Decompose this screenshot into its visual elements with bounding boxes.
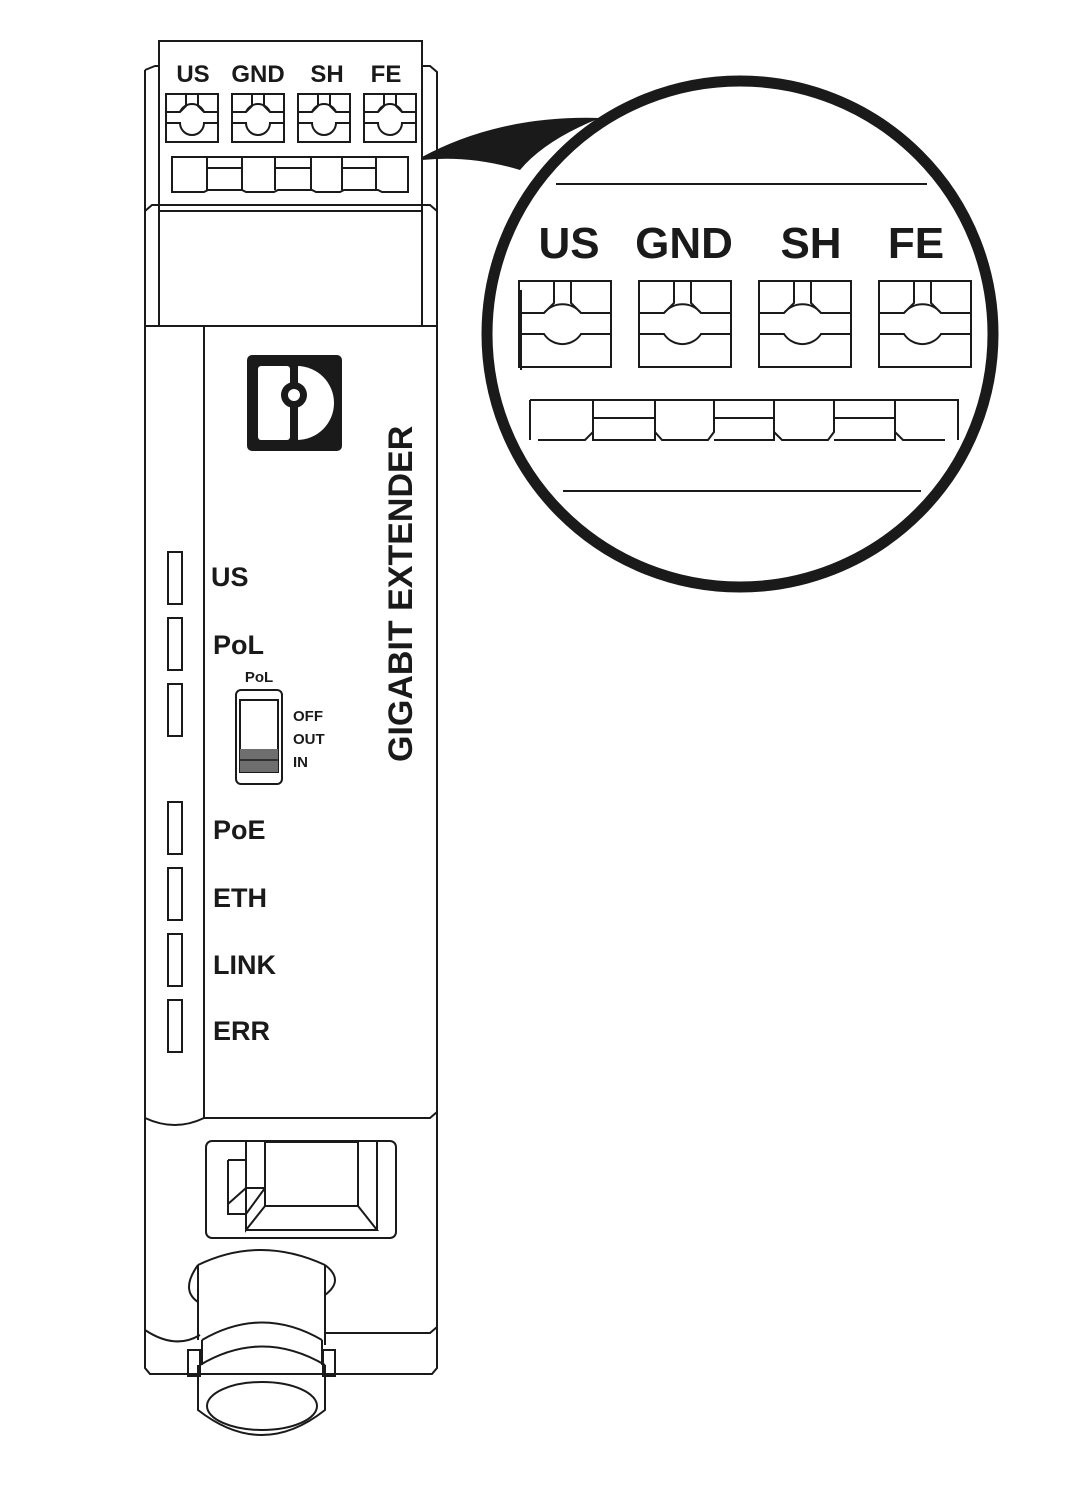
switch-position-off: OFF xyxy=(293,708,323,725)
phoenix-contact-logo-icon xyxy=(247,355,342,451)
callout-label-fe: FE xyxy=(888,219,944,268)
led-label-poe: PoE xyxy=(213,815,266,845)
callout-label-us: US xyxy=(538,219,599,268)
led-label-us: US xyxy=(211,562,249,592)
switch-title: PoL xyxy=(245,669,273,686)
led-label-pol: PoL xyxy=(213,630,264,660)
switch-position-in: IN xyxy=(293,754,308,771)
callout-label-gnd: GND xyxy=(635,219,733,268)
callout-label-sh: SH xyxy=(780,219,841,268)
wire-entries xyxy=(171,156,409,193)
led-label-link: LINK xyxy=(213,950,276,980)
housing xyxy=(144,211,438,1375)
led-label-eth: ETH xyxy=(213,883,267,913)
callout-pointer xyxy=(422,117,600,170)
bnc-connector[interactable] xyxy=(187,1249,336,1436)
terminal-block xyxy=(144,40,438,212)
terminal-label-fe: FE xyxy=(371,61,402,88)
switch-position-out: OUT xyxy=(293,731,325,748)
screw-terminals xyxy=(165,93,417,143)
led-label-err: ERR xyxy=(213,1016,270,1046)
device-title: GIGABIT EXTENDER xyxy=(382,426,420,762)
callout-magnifier: US GND SH FE xyxy=(481,75,999,593)
led-windows xyxy=(167,551,183,1053)
terminal-label-sh: SH xyxy=(310,61,343,88)
rj45-port[interactable] xyxy=(205,1140,397,1239)
terminal-label-gnd: GND xyxy=(231,61,284,88)
led-labels: US PoL PoE ETH LINK ERR xyxy=(211,562,276,1046)
terminal-labels: US GND SH FE xyxy=(176,61,401,88)
terminal-label-us: US xyxy=(176,61,209,88)
